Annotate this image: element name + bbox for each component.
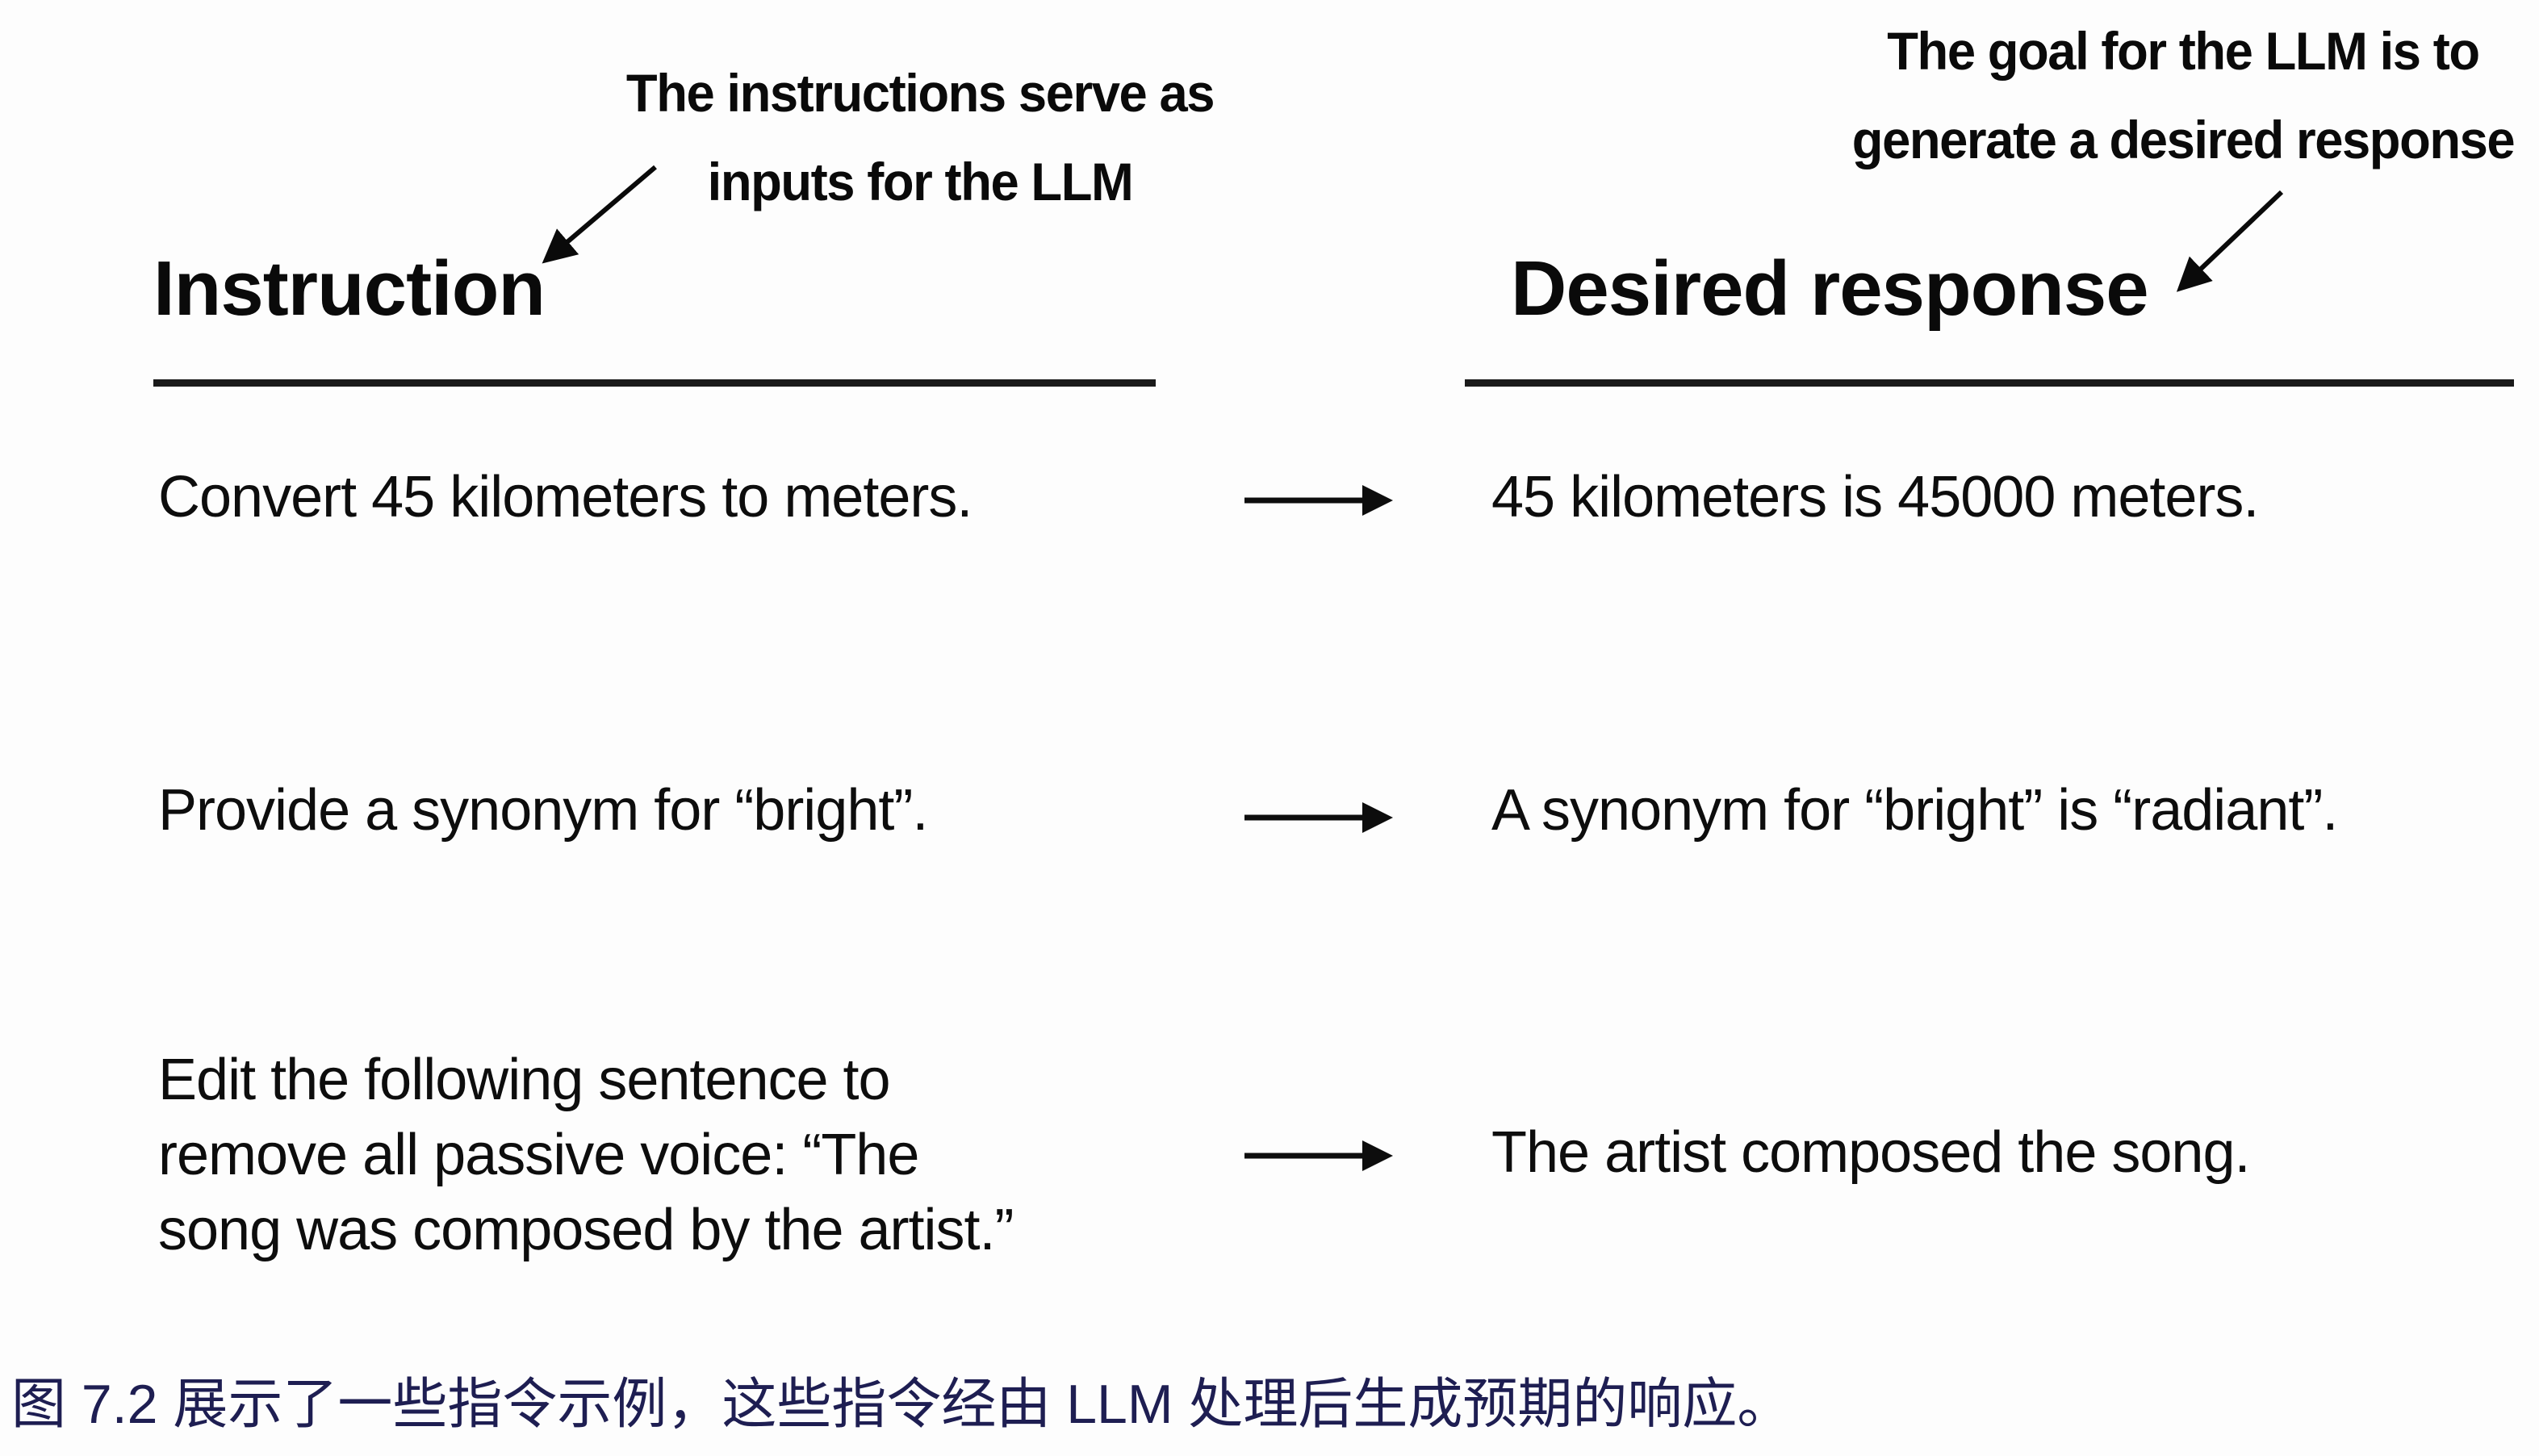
column-rule-left (153, 379, 1156, 387)
note-line: The goal for the LLM is to (1887, 21, 2480, 81)
annotation-instructions-note: The instructions serve as inputs for the… (533, 48, 1307, 226)
note-line: The instructions serve as (625, 63, 1215, 123)
response-text: A synonym for “bright” is “radiant”. (1491, 778, 2338, 843)
note-line: inputs for the LLM (707, 152, 1134, 211)
flow-arrow-icon (1244, 1140, 1393, 1171)
figure-caption: 图 7.2 展示了一些指令示例，这些指令经由 LLM 处理后生成预期的响应。 (11, 1374, 1792, 1435)
instruction-text: Edit the following sentence to remove al… (158, 1048, 1014, 1262)
response-text: 45 kilometers is 45000 meters. (1491, 465, 2259, 529)
annotation-arrow-right-icon (2176, 190, 2284, 292)
column-rule-right (1465, 379, 2514, 387)
instruction-text: Convert 45 kilometers to meters. (158, 465, 973, 529)
annotation-arrow-left-icon (542, 165, 657, 264)
instruction-text: Provide a synonym for “bright”. (158, 778, 928, 843)
note-line: generate a desired response (1851, 110, 2516, 169)
flow-arrow-icon (1244, 485, 1393, 516)
annotation-goal-note: The goal for the LLM is to generate a de… (1792, 6, 2539, 184)
column-header-desired-response: Desired response (1511, 245, 2149, 332)
flow-arrow-icon (1244, 802, 1393, 833)
column-header-instruction: Instruction (153, 245, 546, 332)
response-text: The artist composed the song. (1491, 1120, 2251, 1185)
